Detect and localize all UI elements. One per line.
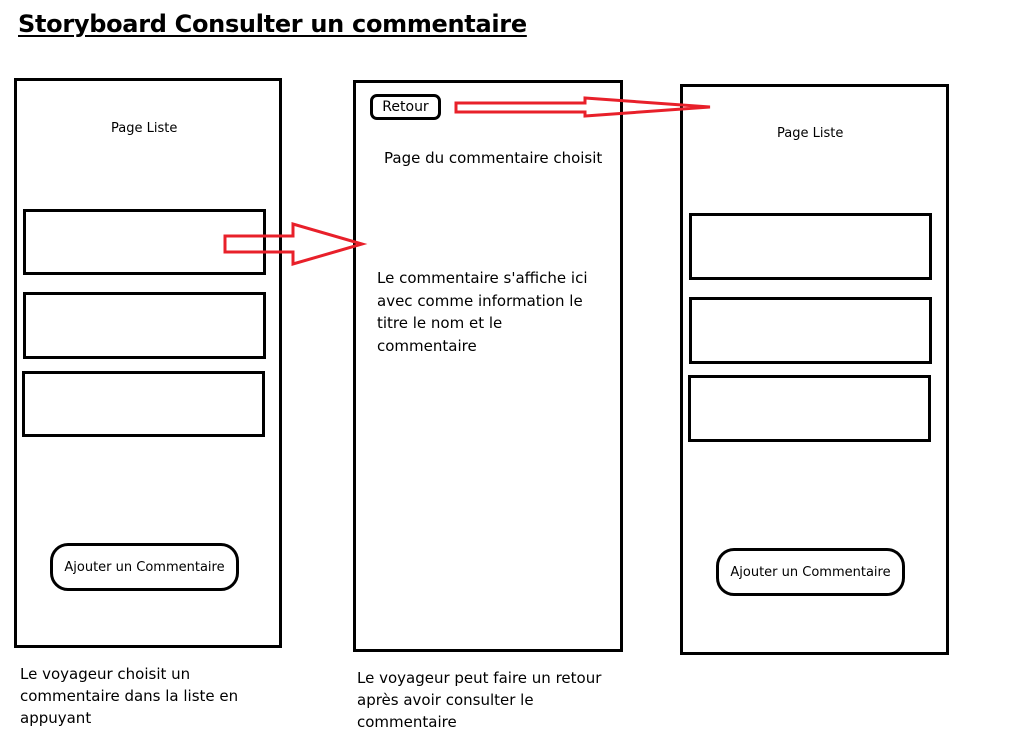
- storyboard-title: Storyboard Consulter un commentaire: [18, 10, 527, 38]
- comment-line: avec comme information le: [377, 291, 583, 310]
- screen2-heading: Page du commentaire choisit: [384, 149, 603, 167]
- caption-line: commentaire: [357, 713, 457, 731]
- screen1-list-item-1[interactable]: [23, 209, 266, 275]
- screen1-heading: Page Liste: [111, 121, 178, 136]
- caption-line: Le voyageur choisit un: [20, 665, 191, 683]
- comment-line: commentaire: [377, 336, 477, 355]
- screen3-heading: Page Liste: [777, 126, 844, 141]
- caption-line: appuyant: [20, 709, 92, 727]
- screen1-add-comment-button[interactable]: Ajouter un Commentaire: [50, 543, 239, 591]
- screen3-list-item-2[interactable]: [689, 297, 932, 364]
- screen3-list-item-3[interactable]: [688, 375, 931, 442]
- caption-line: commentaire dans la liste en: [20, 687, 239, 705]
- screen2-caption: Le voyageur peut faire un retour après a…: [357, 667, 601, 733]
- comment-line: Le commentaire s'affiche ici: [377, 269, 588, 287]
- screen2-back-button[interactable]: Retour: [370, 94, 441, 120]
- caption-line: Le voyageur peut faire un retour: [357, 669, 602, 687]
- screen2-comment-body: Le commentaire s'affiche ici avec comme …: [377, 267, 588, 357]
- screen3-add-comment-button[interactable]: Ajouter un Commentaire: [716, 548, 905, 596]
- screen1-caption: Le voyageur choisit un commentaire dans …: [20, 663, 238, 729]
- screen3-list-item-1[interactable]: [689, 213, 932, 280]
- caption-line: après avoir consulter le: [357, 691, 534, 709]
- comment-line: titre le nom et le: [377, 314, 503, 332]
- screen-page-commentaire: [353, 80, 623, 652]
- screen1-list-item-2[interactable]: [23, 292, 266, 359]
- screen1-list-item-3[interactable]: [22, 371, 265, 437]
